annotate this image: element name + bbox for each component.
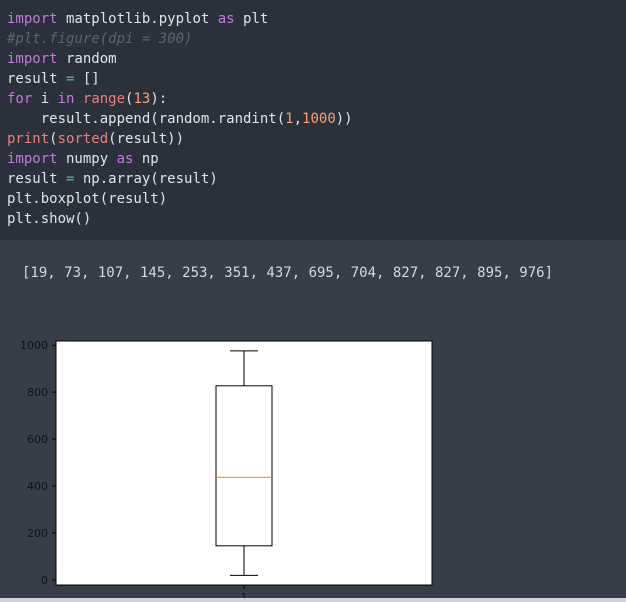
builtin-sorted: sorted bbox=[57, 131, 109, 147]
builtin-range: range bbox=[82, 91, 126, 107]
code-text: matplotlib.pyplot bbox=[57, 11, 218, 27]
number: 1 bbox=[285, 111, 294, 127]
code-text: result bbox=[7, 171, 67, 187]
code-cell[interactable]: import matplotlib.pyplot as plt #plt.fig… bbox=[0, 0, 626, 240]
keyword-for: for bbox=[7, 91, 33, 107]
number: 13 bbox=[133, 91, 151, 107]
code-line-8: import numpy as np bbox=[7, 149, 159, 169]
code-text: numpy bbox=[57, 151, 117, 167]
code-line-3: import random bbox=[7, 49, 117, 69]
code-text: np bbox=[133, 151, 159, 167]
code-text: ): bbox=[150, 91, 168, 107]
keyword-import: import bbox=[7, 151, 58, 167]
y-axis: 0 200 400 600 800 1000 bbox=[20, 339, 56, 587]
code-line-2: #plt.figure(dpi = 300) bbox=[7, 31, 193, 47]
keyword-as: as bbox=[116, 151, 134, 167]
code-text: result.append(random.randint( bbox=[7, 111, 286, 127]
code-text: , bbox=[293, 111, 303, 127]
y-tick-label: 1000 bbox=[20, 339, 48, 352]
code-line-6: result.append(random.randint(1,1000)) bbox=[7, 109, 353, 129]
code-text bbox=[74, 91, 82, 107]
x-axis: 1 bbox=[241, 585, 248, 602]
code-text: [] bbox=[74, 71, 100, 87]
y-tick-label: 800 bbox=[27, 386, 48, 399]
code-text: random bbox=[57, 51, 117, 67]
builtin-print: print bbox=[7, 131, 50, 147]
y-tick-label: 400 bbox=[27, 480, 48, 493]
box-iqr bbox=[215, 385, 273, 547]
code-line-1: import matplotlib.pyplot as plt bbox=[7, 9, 268, 29]
keyword-in: in bbox=[57, 91, 75, 107]
cell-bottom-border bbox=[0, 598, 626, 602]
boxplot bbox=[215, 350, 273, 576]
code-text: (result)) bbox=[108, 131, 185, 147]
printed-output: [19, 73, 107, 145, 253, 351, 437, 695, 7… bbox=[22, 265, 554, 281]
number: 1000 bbox=[302, 111, 336, 127]
keyword-import: import bbox=[7, 11, 58, 27]
keyword-as: as bbox=[217, 11, 235, 27]
code-text: plt bbox=[234, 11, 269, 27]
code-line-7: print(sorted(result)) bbox=[7, 129, 184, 149]
operator: = bbox=[66, 171, 75, 187]
code-line-10: plt.boxplot(result) bbox=[7, 191, 168, 207]
code-text: i bbox=[32, 91, 58, 107]
code-text: result bbox=[7, 71, 67, 87]
y-tick-label: 600 bbox=[27, 433, 48, 446]
code-line-9: result = np.array(result) bbox=[7, 169, 218, 189]
code-text: np.array(result) bbox=[74, 171, 218, 187]
code-text: ( bbox=[125, 91, 134, 107]
operator: = bbox=[66, 71, 75, 87]
code-line-5: for i in range(13): bbox=[7, 89, 167, 109]
x-tick-label: 1 bbox=[241, 591, 248, 602]
code-text: ( bbox=[49, 131, 58, 147]
boxplot-figure: 0 200 400 600 800 1000 1 bbox=[20, 339, 433, 602]
code-line-4: result = [] bbox=[7, 69, 100, 89]
code-line-11: plt.show() bbox=[7, 211, 92, 227]
keyword-import: import bbox=[7, 51, 58, 67]
code-text: )) bbox=[335, 111, 353, 127]
y-tick-label: 200 bbox=[27, 527, 48, 540]
y-tick-label: 0 bbox=[41, 574, 48, 587]
